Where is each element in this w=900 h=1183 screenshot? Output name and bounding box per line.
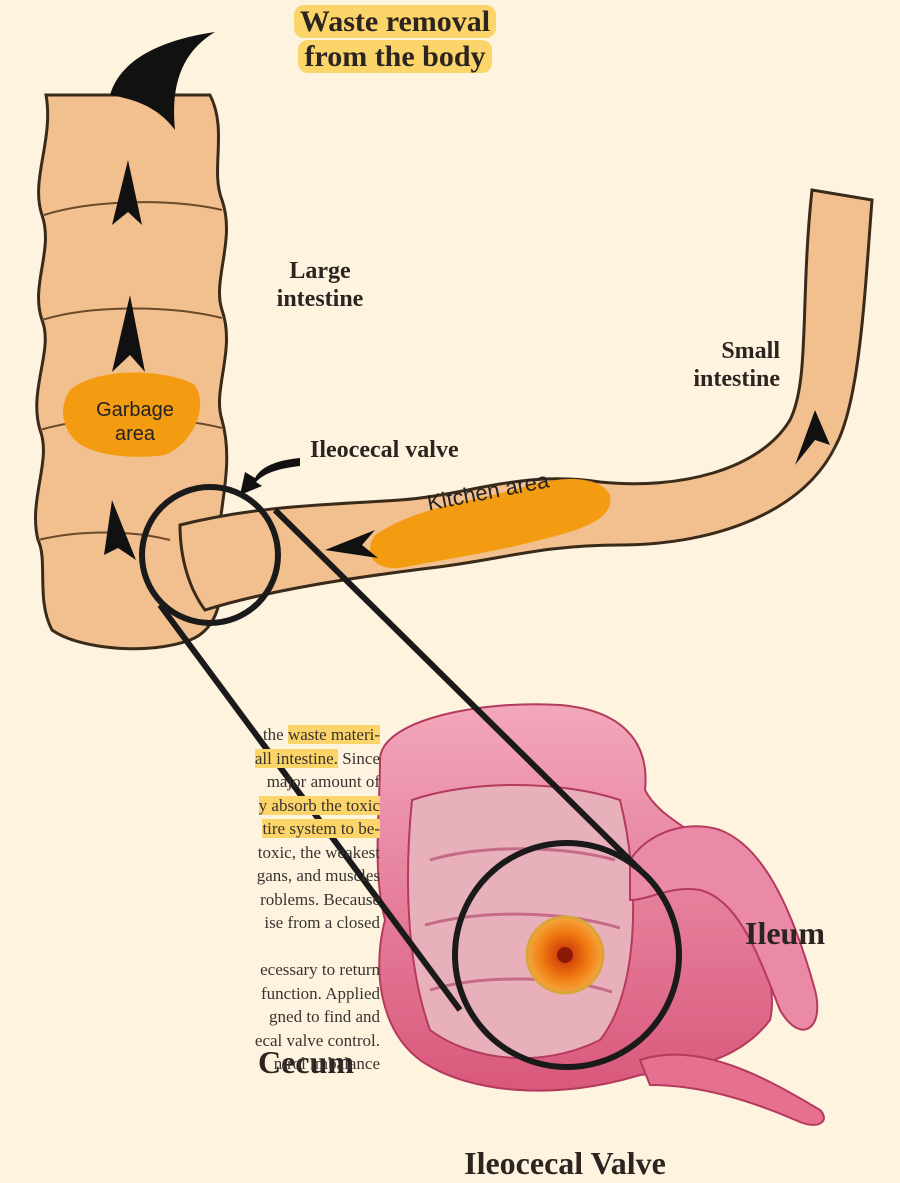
body-text-line: function. Applied [261,982,380,1006]
ileocecal-valve-caption: Ileocecal Valve [435,1145,695,1182]
garbage-area-label: Garbage area [70,398,200,446]
ileocecal-valve-label: Ileocecal valve [310,437,520,465]
body-text-line: ecal valve control. [255,1029,380,1053]
body-text-line: ecessary to return [260,958,380,982]
large-intestine-label: Large intestine [250,258,390,313]
body-text-line: ntrol imbalance [274,1052,380,1076]
ileum-label: Ileum [745,915,855,952]
body-text-line: major amount of [267,770,380,794]
body-text-line: gans, and muscles [257,864,380,888]
waste-removal-label: Waste removal from the body [270,5,520,74]
small-intestine-label: Small intestine [650,338,780,393]
small-intestine-drawing [180,190,872,610]
body-text-line: ise from a closed [264,911,380,935]
body-text-line: y absorb the toxic [259,794,380,818]
body-text-line: all intestine. Since [255,747,380,771]
body-text-line: gned to find and [269,1005,380,1029]
body-text-line: the waste materi- [263,723,380,747]
body-text-line: toxic, the weakest [258,841,380,865]
pointer-arrow-icon [240,458,300,495]
body-text-line: tire system to be- [262,817,380,841]
body-text-line: roblems. Because [260,888,380,912]
